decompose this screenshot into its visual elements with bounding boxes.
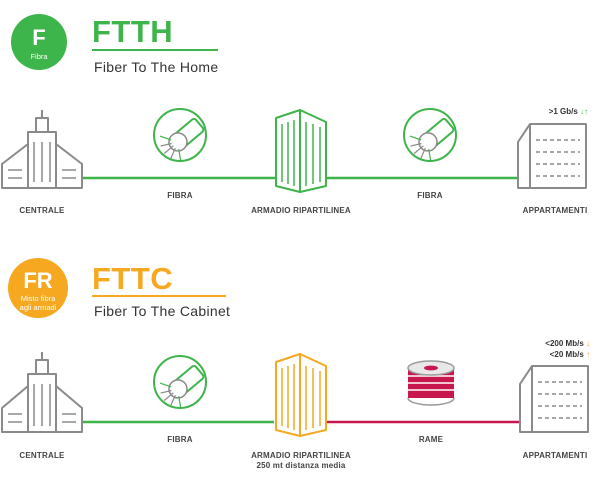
fttc-speed-down-value: <200 Mb/s: [545, 339, 584, 348]
fttc-label-rame: RAME: [418, 435, 444, 444]
ftth-network-illustration: [1, 108, 587, 193]
ftth-label-fibra-2: FIBRA: [417, 191, 443, 200]
ftth-label-armadio: ARMADIO RIPARTILINEA: [251, 206, 351, 215]
fttc-label-fibra: FIBRA: [167, 435, 193, 444]
ftth-speed-indicator: >1 Gb/s ↓↑: [520, 107, 588, 116]
fttc-speed-up-indicator: <20 Mb/s ↑: [510, 350, 590, 359]
ftth-centrale-building-icon: [1, 110, 83, 189]
fttc-section: FR Misto fibra agli armadi FTTC Fiber To…: [0, 240, 600, 480]
ftth-badge-code: F: [32, 25, 46, 50]
fttc-misto-fibra-badge: FR Misto fibra agli armadi: [8, 258, 68, 318]
ftth-title-underline: [92, 49, 218, 51]
fttc-label-appartamenti: APPARTAMENTI: [522, 451, 588, 460]
ftth-fiber-cable-icon-2: [403, 108, 457, 162]
fttc-armadio-cabinet-icon: [275, 353, 327, 437]
fttc-badge-label-1: Misto fibra: [20, 294, 56, 303]
ftth-fiber-cable-icon-1: [153, 108, 207, 162]
fttc-speed-down-indicator: <200 Mb/s ↓: [510, 339, 590, 348]
fttc-label-armadio-distance: 250 mt distanza media: [256, 461, 346, 470]
ftth-title: FTTH: [92, 14, 174, 49]
fttc-badge-code: FR: [23, 268, 53, 293]
fttc-apartment-building-icon: [519, 365, 589, 433]
fttc-speed-down-arrow-icon: ↓: [586, 339, 590, 348]
ftth-section: F Fibra FTTH Fiber To The Home CENTRALE …: [1, 14, 588, 215]
ftth-speed-arrows-icon: ↓↑: [580, 107, 588, 116]
ftth-apartment-building-icon: [517, 123, 587, 189]
fttc-centrale-building-icon: [1, 352, 83, 433]
fttc-label-centrale: CENTRALE: [19, 451, 65, 460]
ftth-speed-value: >1 Gb/s: [548, 107, 578, 116]
fttc-subtitle: Fiber To The Cabinet: [94, 303, 231, 319]
ftth-badge-label: Fibra: [30, 52, 48, 61]
fttc-network-illustration: [1, 352, 589, 437]
ftth-subtitle: Fiber To The Home: [94, 59, 219, 75]
fttc-speed-up-value: <20 Mb/s: [549, 350, 584, 359]
fttc-title-underline: [92, 295, 226, 297]
ftth-armadio-cabinet-icon: [275, 109, 327, 193]
fttc-speed-up-arrow-icon: ↑: [586, 350, 590, 359]
fttc-fiber-cable-icon: [153, 355, 207, 409]
fttc-label-armadio: ARMADIO RIPARTILINEA: [251, 451, 351, 460]
fttc-title: FTTC: [92, 261, 174, 296]
ftth-label-appartamenti: APPARTAMENTI: [522, 206, 588, 215]
ftth-label-centrale: CENTRALE: [19, 206, 65, 215]
fttc-copper-spool-icon: [407, 360, 455, 406]
ftth-fibra-badge: F Fibra: [11, 14, 67, 70]
fttc-badge-label-2: agli armadi: [19, 302, 57, 312]
ftth-label-fibra-1: FIBRA: [167, 191, 193, 200]
